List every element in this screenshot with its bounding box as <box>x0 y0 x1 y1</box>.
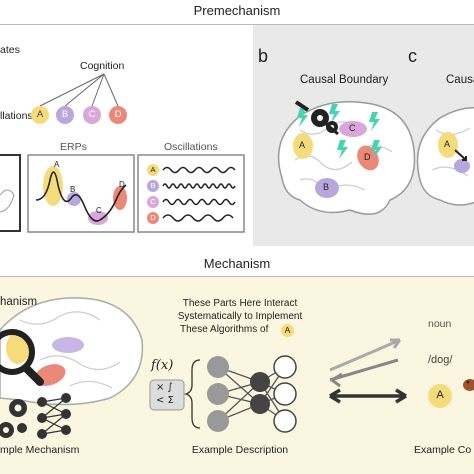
mechanism-desc-line-3: These Algorithms of <box>180 324 269 335</box>
panel-a-left-box <box>0 154 21 232</box>
erp-highlight-d <box>113 186 127 210</box>
erp-highlight-c <box>88 211 108 225</box>
formula-icons <box>149 359 201 429</box>
mechanism-left-title: hanism <box>0 296 38 308</box>
oscillations-row-label: llations <box>0 110 33 122</box>
gear-icon <box>0 399 27 438</box>
right-badge-label: A <box>436 389 444 401</box>
osc-node-c <box>147 196 159 208</box>
mechanism-brain <box>0 297 144 439</box>
erp-label-a: A <box>54 160 60 169</box>
right-badge-circle <box>428 384 452 408</box>
erp-label-b: B <box>70 185 76 194</box>
region-c-label: C <box>349 123 356 133</box>
osc-label-a: A <box>150 165 156 174</box>
erp-label-d: D <box>119 180 125 189</box>
region-b-label: B <box>323 182 330 192</box>
phoneme-label: /dog/ <box>428 354 453 366</box>
causal-arrow <box>454 149 467 161</box>
panel-b-brain <box>277 100 416 215</box>
neural-network-diagram <box>207 355 297 433</box>
osc-label-c: C <box>150 197 156 206</box>
panel-c-title: Causa <box>446 74 474 86</box>
node-a <box>31 106 49 124</box>
region-c-purple <box>454 159 470 173</box>
erp-highlight-b <box>67 192 81 206</box>
small-network-nodes <box>37 393 71 439</box>
region-c-a <box>438 132 458 158</box>
oscillations-title: Oscillations <box>164 141 218 153</box>
panel-b-letter: b <box>258 46 269 66</box>
formula-operators: × ∫ < Σ <box>156 382 174 406</box>
node-d <box>109 106 127 124</box>
operators-box <box>149 379 185 411</box>
mechanism-title: Mechanism <box>203 256 271 271</box>
erp-label-c: C <box>96 206 102 215</box>
example-description-caption: Example Description <box>191 444 289 456</box>
example-co-caption: Example Co <box>414 444 472 456</box>
region-d <box>357 145 379 171</box>
region-d-label: D <box>364 152 371 162</box>
mechanism-desc-line-1: These Parts Here Interact <box>182 298 298 309</box>
erps-title: ERPs <box>60 141 87 153</box>
region-b <box>315 178 339 198</box>
mech-region-yellow <box>6 332 30 364</box>
panel-c-letter: c <box>408 46 417 66</box>
region-a <box>293 133 313 159</box>
panel-c-brain <box>416 106 474 206</box>
region-c <box>339 121 367 137</box>
example-mechanism-caption: mple Mechanism <box>0 444 80 456</box>
erp-waveform <box>35 171 127 222</box>
osc-label-b: B <box>150 181 156 190</box>
osc-label-d: D <box>150 213 156 222</box>
osc-node-d <box>147 212 159 224</box>
probe-tool-icon <box>294 100 339 136</box>
curly-brace <box>183 359 201 429</box>
node-c-label: C <box>88 109 96 120</box>
mech-region-purple <box>52 337 84 353</box>
cognition-tree <box>39 73 119 107</box>
noun-label: noun <box>428 318 452 330</box>
osc-waves <box>162 166 236 222</box>
osc-node-a <box>147 164 159 176</box>
middle-badge-label: A <box>284 325 291 335</box>
cognition-label: Cognition <box>80 60 125 72</box>
node-b <box>56 106 74 124</box>
node-d-label: D <box>114 109 122 120</box>
middle-badge <box>281 324 294 337</box>
premechanism-title: Premechanism <box>193 3 281 18</box>
top-divider <box>0 24 474 25</box>
dog-icon <box>463 379 474 391</box>
lightning-icons <box>297 104 382 159</box>
node-c <box>83 106 101 124</box>
magnifier-icon <box>0 329 44 386</box>
partial-brain-outline <box>0 189 15 213</box>
mapping-arrows <box>329 338 407 404</box>
region-a-label: A <box>299 140 306 150</box>
region-c-a-label: A <box>444 139 451 149</box>
panel-a-partial-label: ates <box>0 44 20 56</box>
mechanism-desc-line-2: Systematically to Implement <box>177 311 303 322</box>
formula-fx: f(x) <box>151 358 174 373</box>
node-b-label: B <box>61 109 69 120</box>
mechanism-divider <box>0 276 474 277</box>
panel-b-title: Causal Boundary <box>300 74 389 86</box>
node-a-label: A <box>36 109 44 120</box>
osc-node-b <box>147 180 159 192</box>
erp-highlight-a <box>43 166 63 206</box>
